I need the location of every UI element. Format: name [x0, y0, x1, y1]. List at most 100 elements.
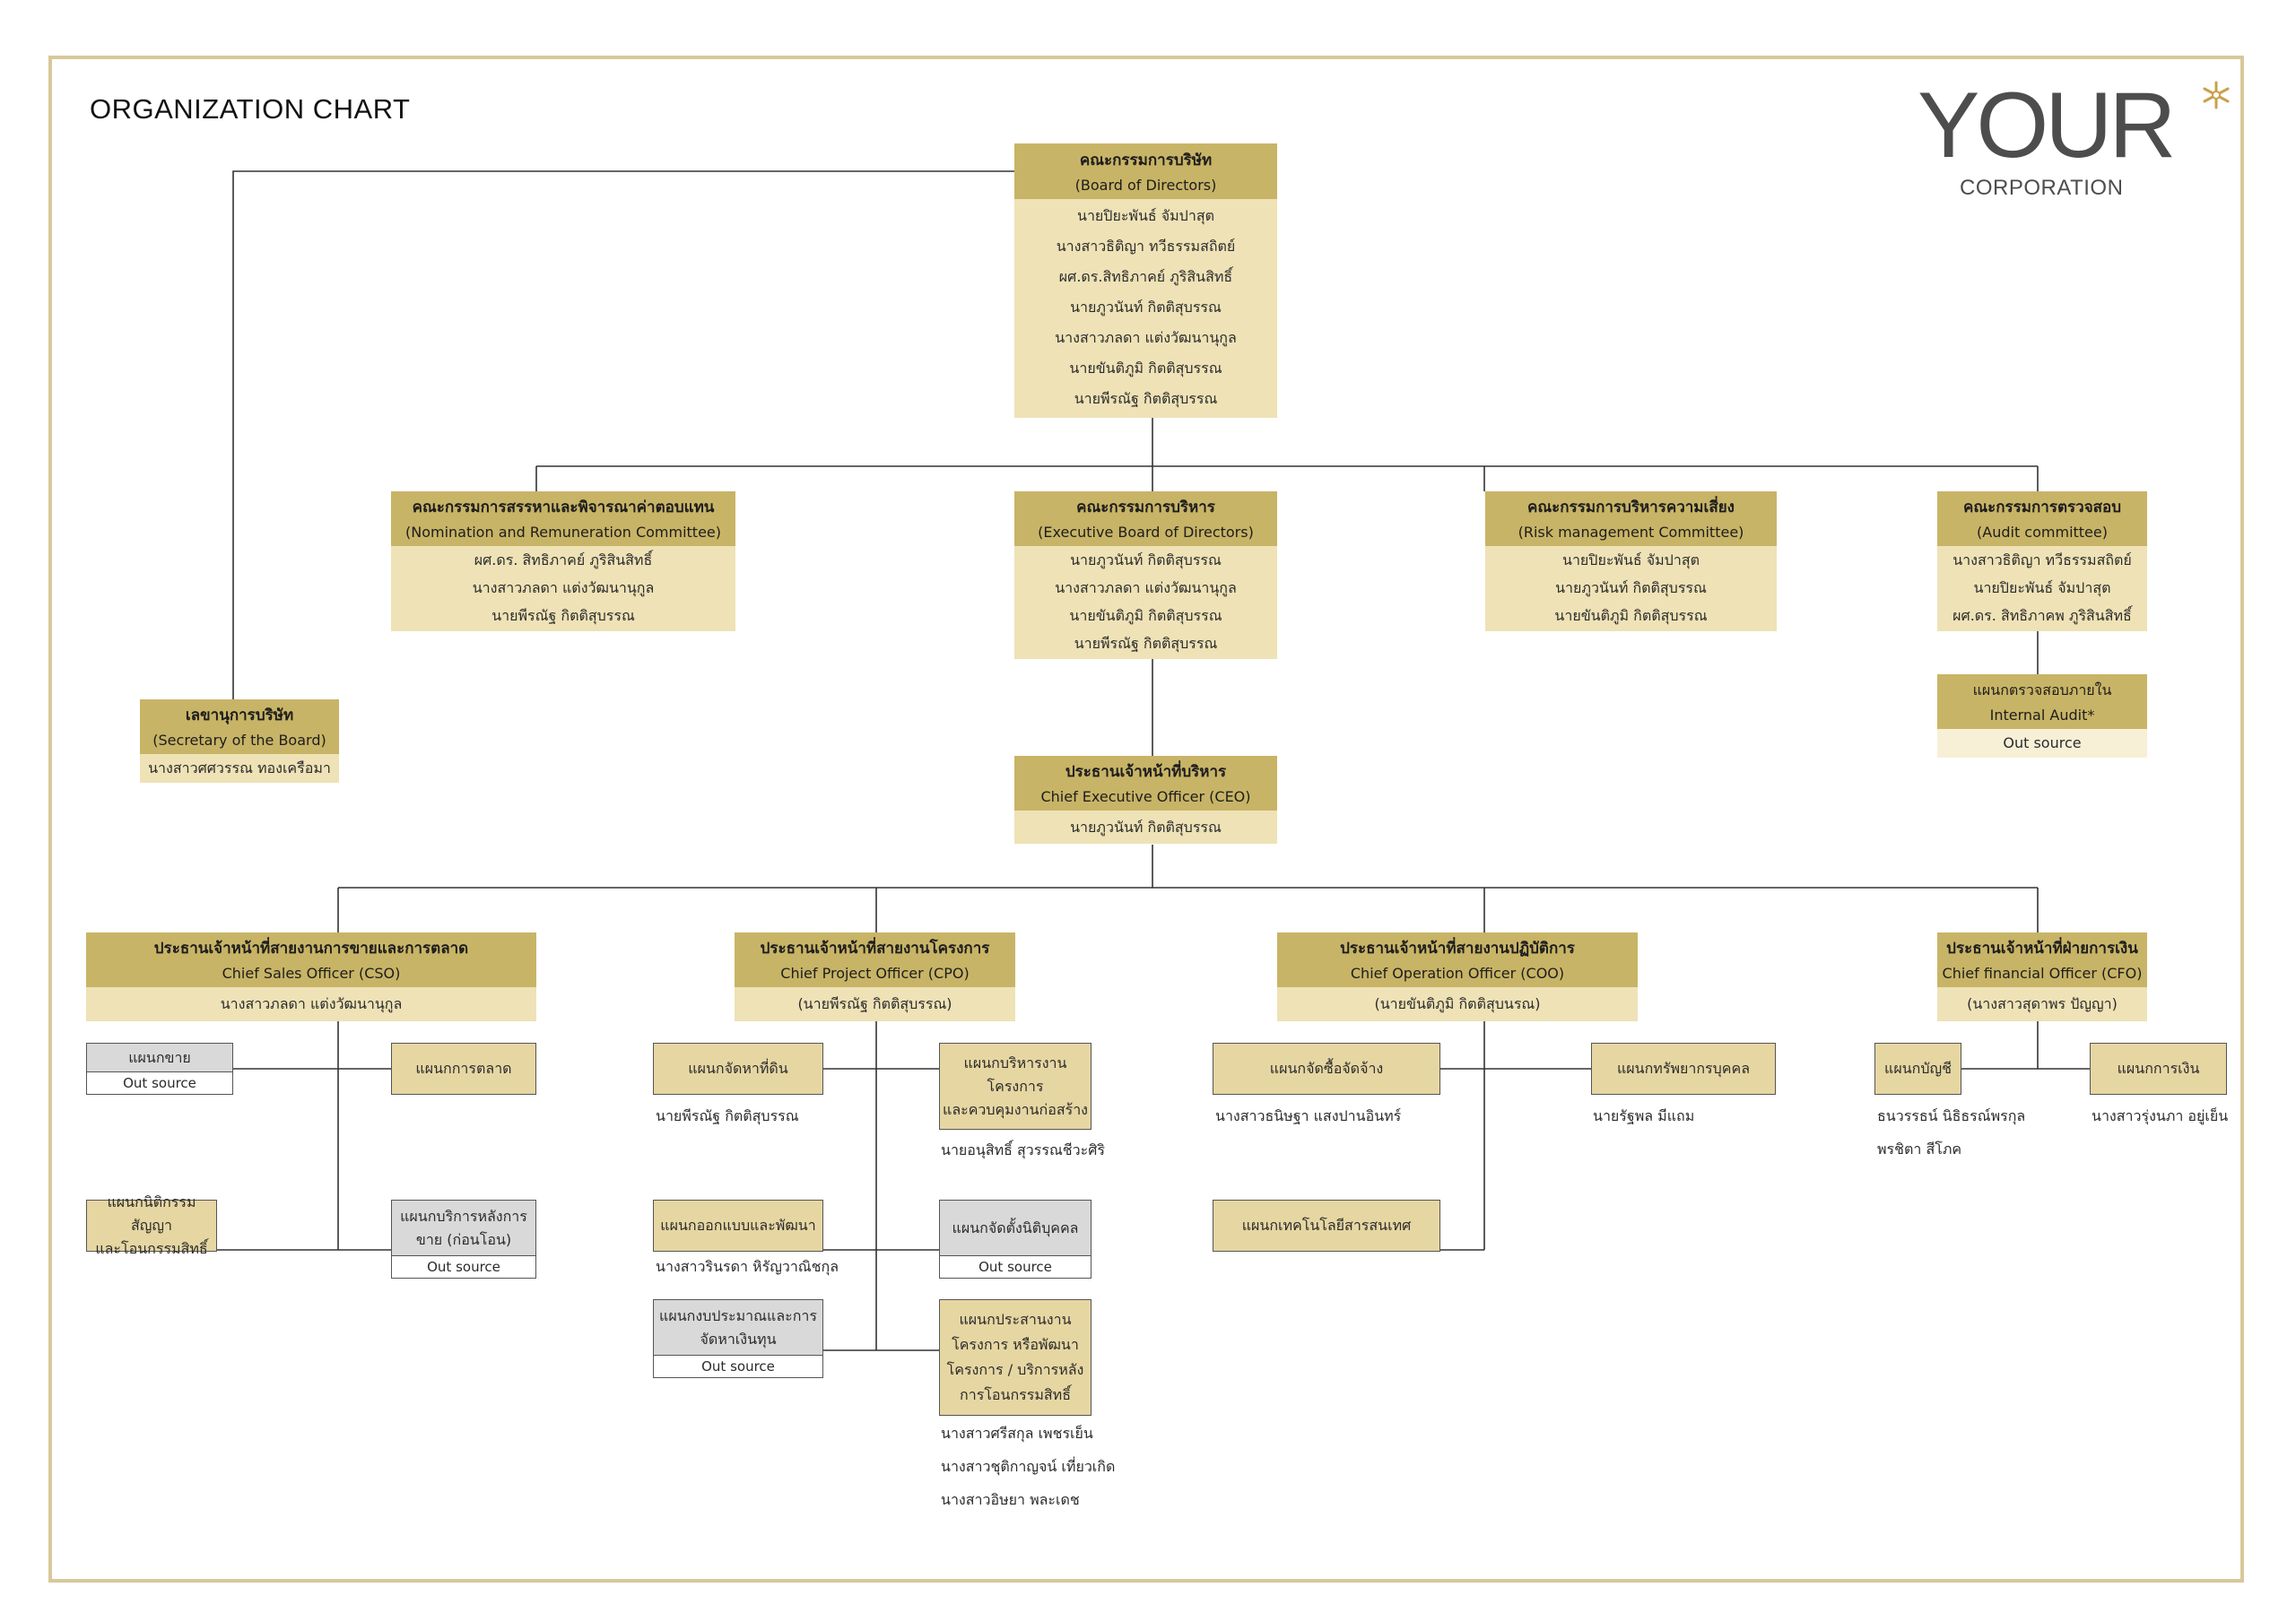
chief-title-en: Chief Sales Officer (CSO) — [222, 965, 401, 982]
committee-title-th: คณะกรรมการบริหารความเสี่ยง — [1527, 499, 1735, 516]
staff-name: นายรัฐพล มีแถม — [1593, 1107, 1695, 1124]
out-source-label: Out source — [654, 1355, 822, 1377]
board-member: นางสาวธิติญา ทวีธรรมสถิตย์ — [1056, 238, 1236, 255]
committee-header: คณะกรรมการบริหาร (Executive Board of Dir… — [1014, 491, 1277, 546]
chief-header: ประธานเจ้าหน้าที่สายงานปฏิบัติการ Chief … — [1277, 932, 1638, 987]
dept-label: แผนกจัดซื้อจัดจ้าง — [1269, 1060, 1384, 1077]
committee-member: นายพีรณัฐ กิตติสุบรรณ — [491, 607, 635, 624]
board-member: นายพีรณัฐ กิตติสุบรรณ — [1074, 390, 1218, 407]
chief-name: (นายพีรณัฐ กิตติสุบรรณ) — [735, 987, 1015, 1021]
cfo: ประธานเจ้าหน้าที่ฝ่ายการเงิน Chief finan… — [1937, 932, 2147, 1021]
dept-label: แผนกบัญชี — [1884, 1060, 1952, 1077]
chief-title-en: Chief Project Officer (CPO) — [780, 965, 970, 982]
logo-subtitle: CORPORATION — [1960, 176, 2124, 200]
dept-budget: แผนกงบประมาณและการ จัดหาเงินทุน Out sour… — [653, 1299, 823, 1378]
dept-label: แผนกออกแบบและพัฒนา — [660, 1217, 816, 1234]
chief-title-th: ประธานเจ้าหน้าที่สายงานโครงการ — [760, 940, 990, 958]
dept-finance: แผนกการเงิน — [2090, 1043, 2227, 1095]
secretary-header: เลขานุการบริษัท (Secretary of the Board) — [140, 699, 339, 754]
out-source-label: Out source — [940, 1255, 1091, 1278]
staff-name: นางสาวรุ่งนภา อยู่เย็น — [2092, 1107, 2229, 1124]
dept-label: แผนกทรัพยากรบุคคล — [1616, 1060, 1750, 1077]
dept-procurement: แผนกจัดซื้อจัดจ้าง — [1213, 1043, 1440, 1095]
dept-label: และโอนกรรมสิทธิ์ — [95, 1240, 208, 1257]
chief-name: (นางสาวสุดาพร ปัญญา) — [1937, 987, 2147, 1021]
dept-sales: แผนกขาย Out source — [86, 1043, 233, 1095]
committee-title-en: (Executive Board of Directors) — [1038, 524, 1254, 541]
chief-title-th: ประธานเจ้าหน้าที่สายงานการขายและการตลาด — [153, 940, 469, 958]
committee-member: นางสาวภลดา แต่งวัฒนานุกูล — [472, 579, 655, 596]
committee-title-en: (Nomination and Remuneration Committee) — [404, 524, 722, 541]
risk-committee: คณะกรรมการบริหารความเสี่ยง (Risk managem… — [1485, 491, 1777, 631]
committee-member: นายขันติภูมิ กิตติสุบรรณ — [1069, 607, 1222, 624]
ceo-title-th: ประธานเจ้าหน้าที่บริหาร — [1065, 763, 1227, 781]
internal-audit-title-th: แผนกตรวจสอบภายใน — [1972, 681, 2112, 698]
staff-name: ธนวรรธน์ นิธิธรณ์พรกุล — [1877, 1107, 2026, 1124]
executive-committee: คณะกรรมการบริหาร (Executive Board of Dir… — [1014, 491, 1277, 659]
board-member: ผศ.ดร.สิทธิภาคย์ ภูริสินสิทธิ์ — [1058, 268, 1233, 285]
audit-committee: คณะกรรมการตรวจสอบ (Audit committee) นางส… — [1937, 491, 2147, 631]
committee-header: คณะกรรมการสรรหาและพิจารณาค่าตอบแทน (Nomi… — [391, 491, 735, 546]
board-members: นายปิยะพันธ์ จัมปาสุต นางสาวธิติญา ทวีธร… — [1014, 199, 1277, 418]
dept-label: ขาย (ก่อนโอน) — [415, 1230, 512, 1248]
staff-name: นางสาวศรีสกุล เพชรเย็น — [941, 1425, 1093, 1442]
logo-word: YOUR — [1918, 74, 2176, 178]
dept-juristic-person: แผนกจัดตั้งนิติบุคคล Out source — [939, 1200, 1091, 1279]
secretary-title-th: เลขานุการบริษัท — [185, 707, 294, 724]
staff-name: นางสาวอิษยา พละเดช — [941, 1491, 1080, 1508]
dept-label: แผนกการตลาด — [415, 1060, 512, 1077]
dept-label: แผนกการเงิน — [2117, 1060, 2200, 1077]
coo: ประธานเจ้าหน้าที่สายงานปฏิบัติการ Chief … — [1277, 932, 1638, 1021]
dept-marketing: แผนกการตลาด — [391, 1043, 536, 1095]
staff-name: นายพีรณัฐ กิตติสุบรรณ — [656, 1107, 799, 1124]
dept-human-resources: แผนกทรัพยากรบุคคล — [1591, 1043, 1776, 1095]
company-logo: YOUR CORPORATION — [1918, 74, 2230, 204]
dept-label: แผนกงบประมาณและการ — [659, 1306, 817, 1324]
cso: ประธานเจ้าหน้าที่สายงานการขายและการตลาด … — [86, 932, 536, 1021]
committee-title-th: คณะกรรมการบริหาร — [1076, 499, 1215, 516]
chief-header: ประธานเจ้าหน้าที่สายงานการขายและการตลาด … — [86, 932, 536, 987]
out-source-label: Out source — [392, 1255, 535, 1278]
committee-member: นายพีรณัฐ กิตติสุบรรณ — [1074, 635, 1218, 652]
committee-members: ผศ.ดร. สิทธิภาคย์ ภูริสินสิทธิ์ นางสาวภล… — [391, 546, 735, 631]
internal-audit: แผนกตรวจสอบภายใน Internal Audit* Out sou… — [1937, 674, 2147, 758]
company-secretary: เลขานุการบริษัท (Secretary of the Board)… — [140, 699, 339, 783]
committee-members: นายปิยะพันธ์ จัมปาสุต นายภูวนันท์ กิตติส… — [1485, 546, 1777, 631]
chief-title-en: Chief Operation Officer (COO) — [1350, 965, 1565, 982]
chief-name: (นายขันติภูมิ กิตติสุบนรณ) — [1277, 987, 1638, 1021]
board-header: คณะกรรมการบริษัท (Board of Directors) — [1014, 143, 1277, 199]
ceo-header: ประธานเจ้าหน้าที่บริหาร Chief Executive … — [1014, 756, 1277, 811]
dept-coordination: แผนกประสานงาน โครงการ หรือพัฒนา โครงการ … — [939, 1299, 1091, 1416]
chief-header: ประธานเจ้าหน้าที่ฝ่ายการเงิน Chief finan… — [1937, 932, 2147, 987]
dept-legal: แผนกนิติกรรมสัญญา และโอนกรรมสิทธิ์ — [86, 1193, 217, 1257]
staff-list: ธนวรรธน์ นิธิธรณ์พรกุล พรชิตา สีโภค — [1877, 1099, 2025, 1166]
dept-label: แผนกจัดตั้งนิติบุคคล — [952, 1219, 1079, 1236]
ceo-title-en: Chief Executive Officer (CEO) — [1040, 788, 1251, 805]
staff-name: นายอนุสิทธิ์ สุวรรณชีวะศิริ — [941, 1141, 1105, 1158]
board-member: นายขันติภูมิ กิตติสุบรรณ — [1069, 360, 1222, 377]
chief-header: ประธานเจ้าหน้าที่สายงานโครงการ Chief Pro… — [735, 932, 1015, 987]
committee-header: คณะกรรมการตรวจสอบ (Audit committee) — [1937, 491, 2147, 546]
secretary-name: นางสาวศศวรรณ ทองเครือมา — [140, 754, 339, 783]
staff-name: นางสาวธนิษฐา แสงปานอินทร์ — [1215, 1107, 1402, 1124]
internal-audit-header: แผนกตรวจสอบภายใน Internal Audit* — [1937, 674, 2147, 729]
board-title-en: (Board of Directors) — [1074, 177, 1217, 194]
dept-label: แผนกเทคโนโลยีสารสนเทศ — [1241, 1217, 1412, 1234]
nomination-committee: คณะกรรมการสรรหาและพิจารณาค่าตอบแทน (Nomi… — [391, 491, 735, 631]
dept-information-technology: แผนกเทคโนโลยีสารสนเทศ — [1213, 1200, 1440, 1252]
dept-label: แผนกขาย — [128, 1048, 191, 1066]
committee-member: นายขันติภูมิ กิตติสุบรรณ — [1554, 607, 1708, 624]
dept-label: จัดหาเงินทุน — [700, 1330, 777, 1348]
committee-header: คณะกรรมการบริหารความเสี่ยง (Risk managem… — [1485, 491, 1777, 546]
committee-member: นายภูวนันท์ กิตติสุบรรณ — [1070, 551, 1222, 568]
internal-audit-note: Out source — [1937, 729, 2147, 758]
board-member: นายปิยะพันธ์ จัมปาสุต — [1077, 207, 1214, 224]
chief-title-en: Chief financial Officer (CFO) — [1942, 965, 2143, 982]
board-member: นางสาวภลดา แต่งวัฒนานุกูล — [1055, 329, 1237, 346]
chief-name: นางสาวภลดา แต่งวัฒนานุกูล — [86, 987, 536, 1021]
dept-land: แผนกจัดหาที่ดิน — [653, 1043, 823, 1095]
chief-title-th: ประธานเจ้าหน้าที่สายงานปฏิบัติการ — [1340, 940, 1575, 958]
out-source-label: Out source — [87, 1071, 232, 1094]
dept-design: แผนกออกแบบและพัฒนา — [653, 1200, 823, 1252]
committee-member: นางสาวภลดา แต่งวัฒนานุกูล — [1055, 579, 1237, 596]
